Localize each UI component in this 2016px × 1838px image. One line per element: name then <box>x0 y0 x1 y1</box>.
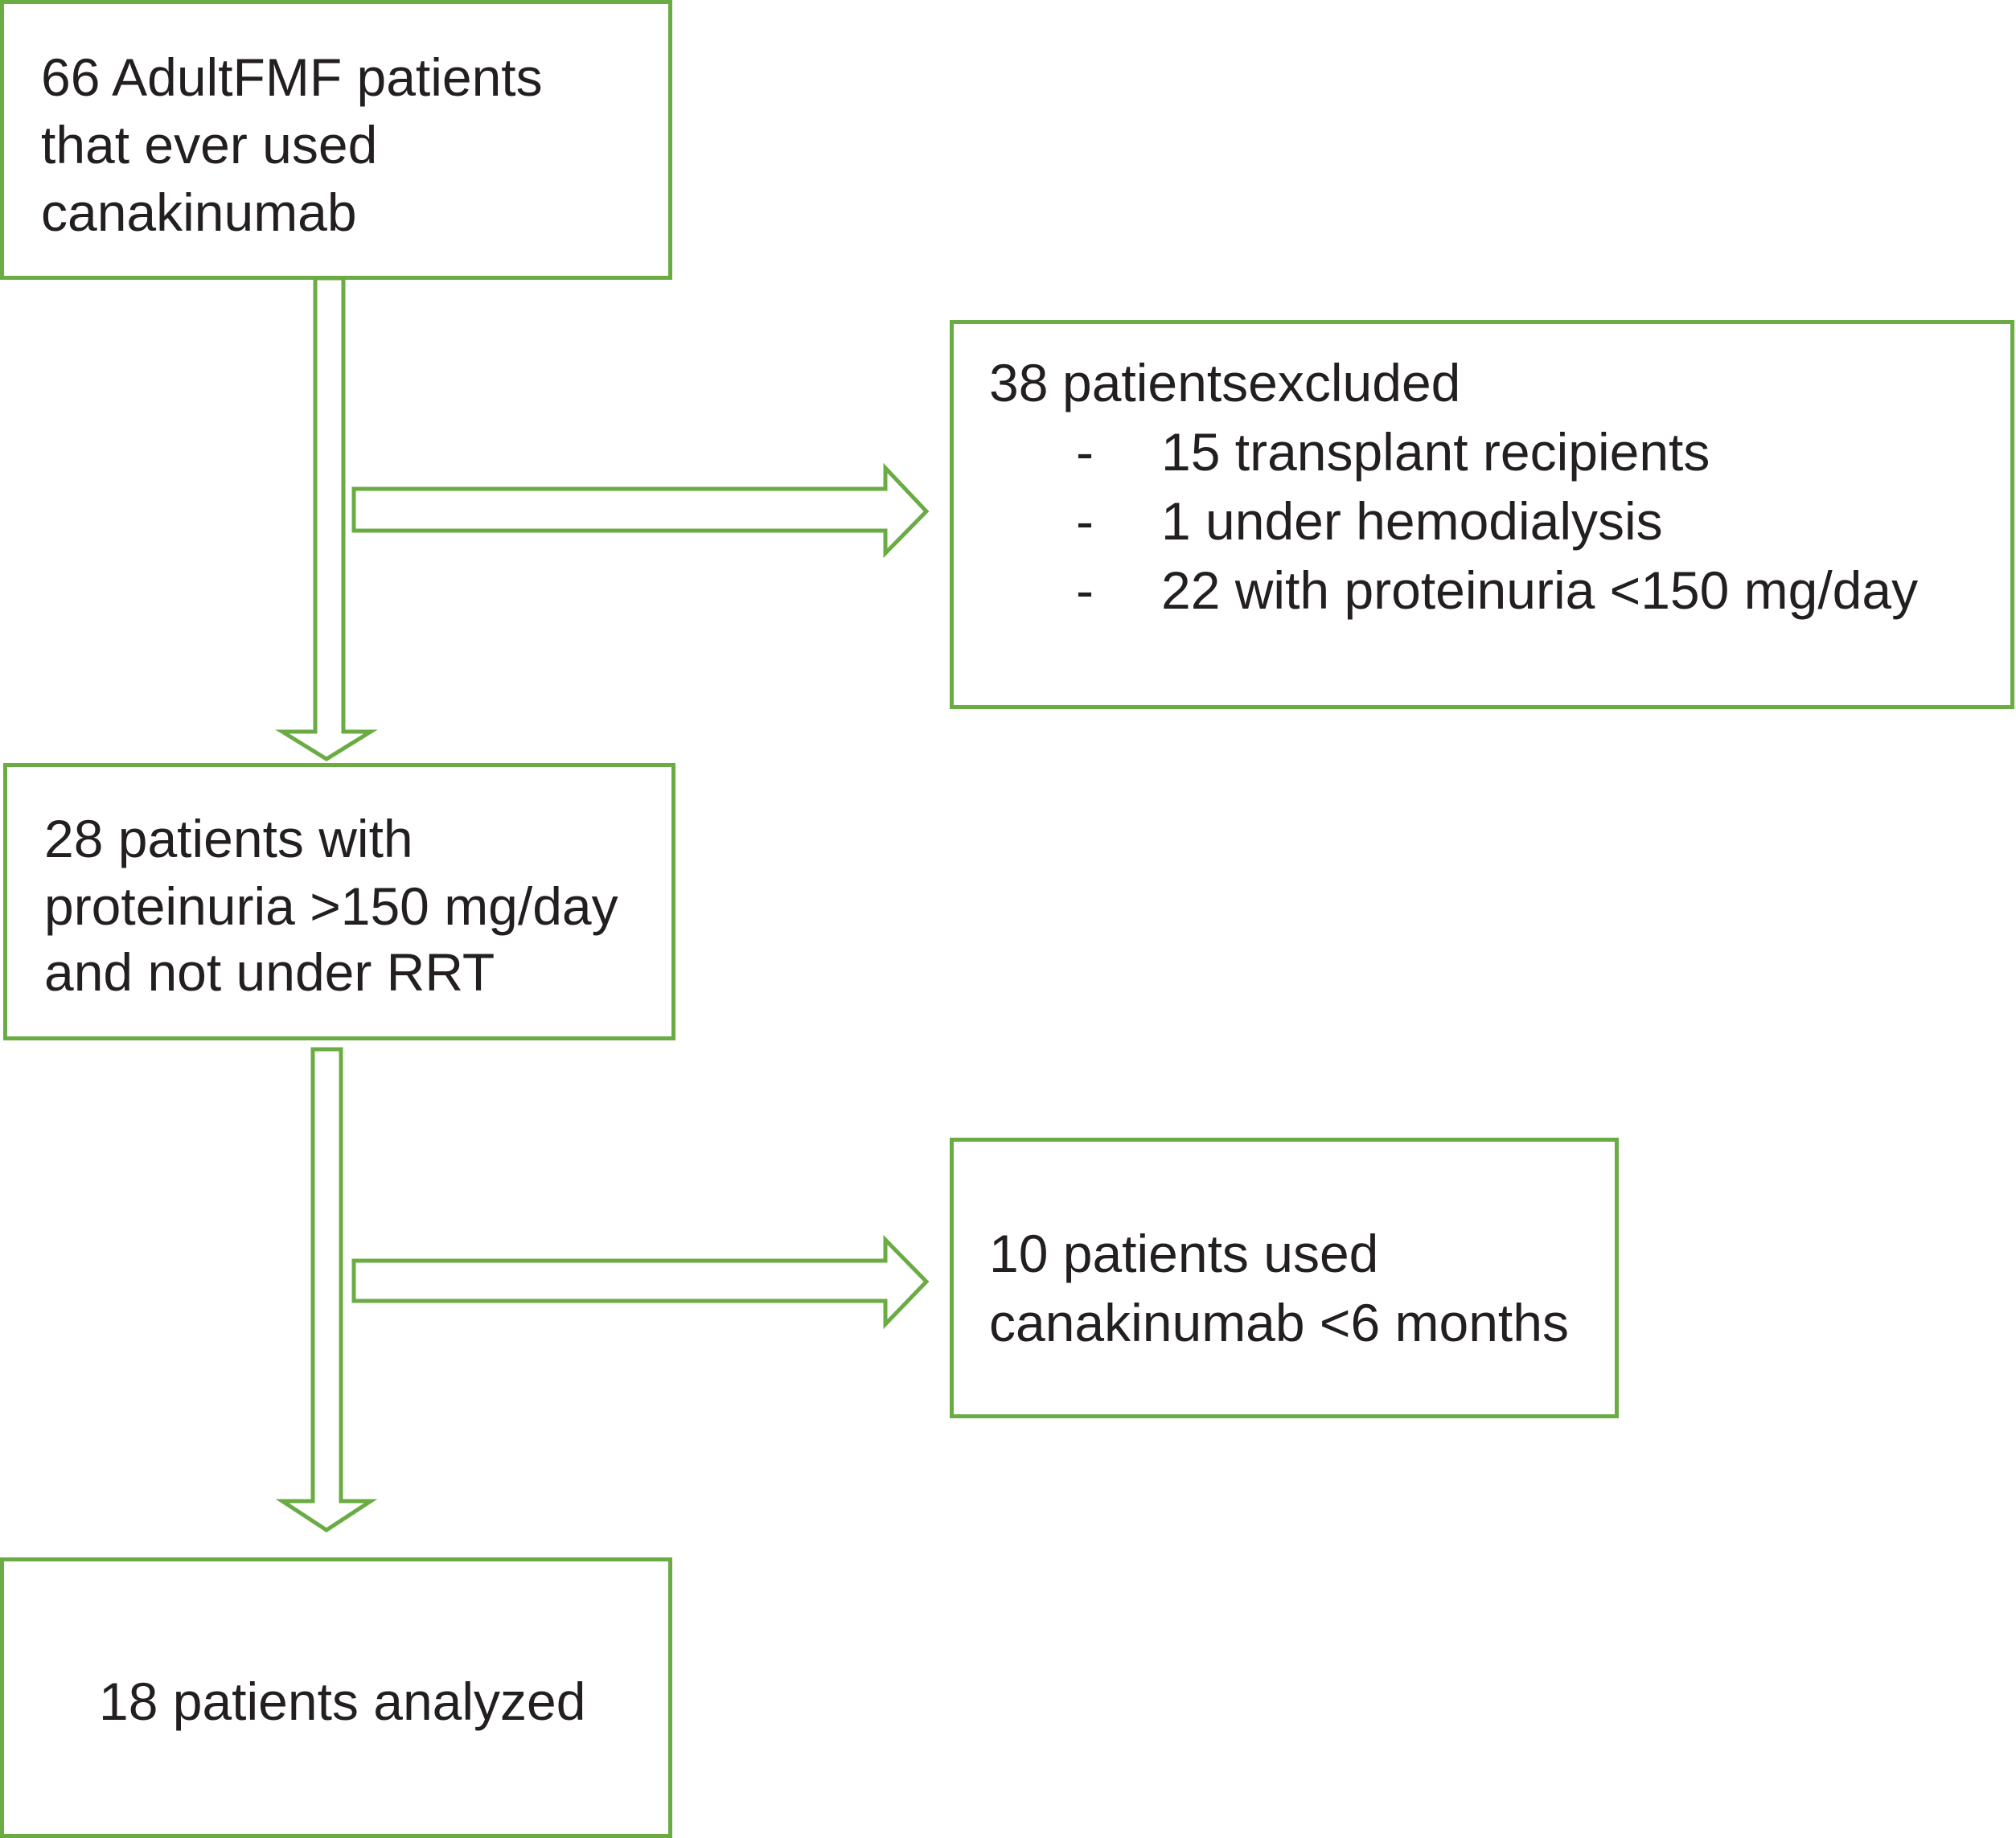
excluded-box-1: 38 patientsexcluded - 15 transplant reci… <box>950 320 2014 709</box>
right-arrow-1 <box>351 462 930 559</box>
start-box: 66 AdultFMF patients that ever used cana… <box>0 0 672 280</box>
excluded-box-1-title: patientsexcluded <box>1062 353 1461 412</box>
excluded-box-2: 10 patients used canakinumab <6 months <box>950 1138 1619 1418</box>
start-box-line-1: 66 AdultFMF patients <box>41 47 543 107</box>
excluded-box-2-line-2: canakinumab <6 months <box>989 1293 1569 1352</box>
middle-box-line-3: and not under RRT <box>44 942 495 1002</box>
excluded-item-proteinuria: 22 with proteinuria <150 mg/day <box>1161 560 1919 620</box>
bullet-dash-2: - <box>1076 491 1094 551</box>
excluded-box-2-line-1: 10 patients used <box>989 1224 1379 1283</box>
middle-box: 28 patients with proteinuria >150 mg/day… <box>3 763 675 1040</box>
middle-box-line-2: proteinuria >150 mg/day <box>44 876 618 936</box>
start-box-line-2: that ever used <box>41 115 378 174</box>
down-arrow-2 <box>275 1047 378 1532</box>
excluded-item-transplant: 15 transplant recipients <box>1161 422 1710 482</box>
excluded-item-hemodialysis: 1 under hemodialysis <box>1161 491 1663 551</box>
right-arrow-2 <box>351 1234 930 1330</box>
final-box-line-1: 18 patients analyzed <box>99 1672 586 1731</box>
start-box-line-3: canakinumab <box>41 183 357 242</box>
down-arrow-1 <box>275 276 378 761</box>
final-box: 18 patients analyzed <box>0 1557 672 1838</box>
bullet-dash-3: - <box>1076 560 1094 620</box>
excluded-box-1-count: 38 <box>989 353 1049 412</box>
middle-box-line-1: 28 patients with <box>44 809 413 868</box>
bullet-dash-1: - <box>1076 422 1094 482</box>
